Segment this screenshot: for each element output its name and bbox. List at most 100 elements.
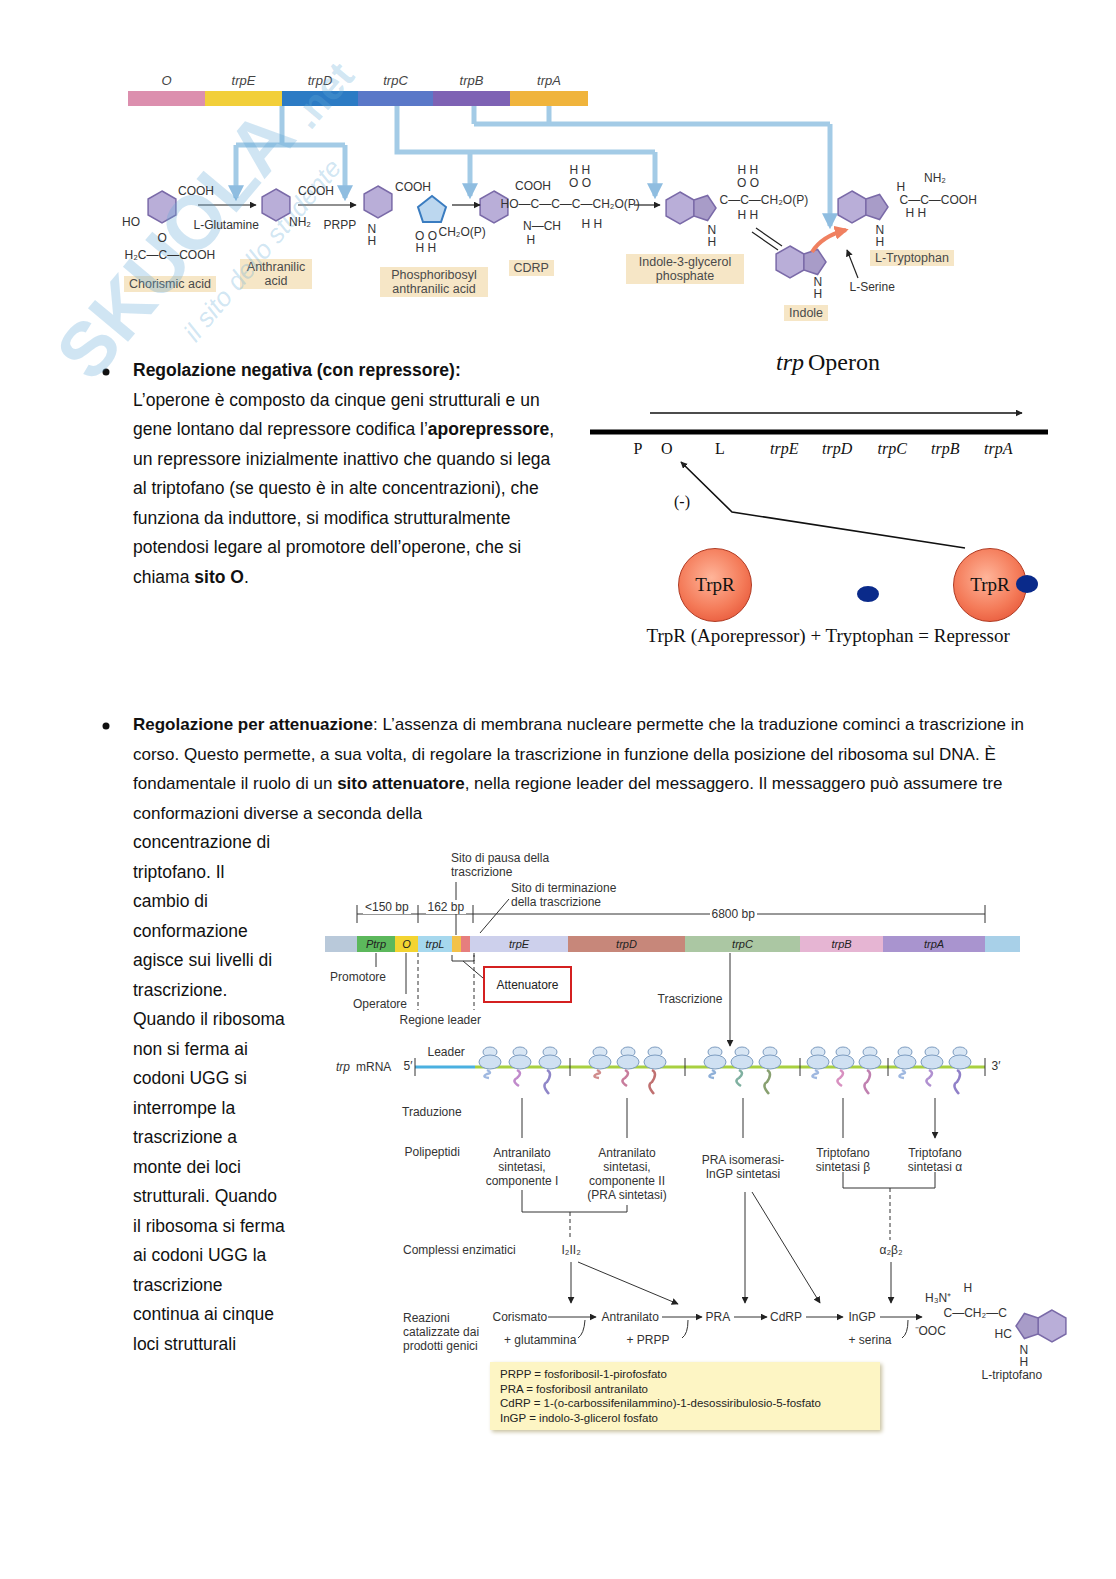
figure-label: Triptofano sintetasi β xyxy=(803,1146,883,1174)
figure-label: Antranilato xyxy=(602,1310,659,1324)
figure-label: N xyxy=(708,223,717,237)
node-text: L-Tryptophan xyxy=(875,251,949,265)
figure-label: Antranilato sintetasi, componente I xyxy=(480,1146,564,1188)
abbreviation-box: PRPP = fosforibosil-1-pirofosfatoPRA = f… xyxy=(490,1362,880,1430)
ribosome-large xyxy=(731,1055,753,1069)
paragraph-text: . xyxy=(244,567,249,587)
figure-label: trpC xyxy=(878,440,907,458)
figure-label: (-) xyxy=(674,493,690,511)
figure-label: + glutammina xyxy=(504,1333,576,1347)
figure-label: PRA xyxy=(706,1310,731,1324)
node-text: Indole-3-glycerol phosphate xyxy=(631,255,739,283)
figure-label: trpE xyxy=(770,440,798,458)
figure-label: Corismato xyxy=(493,1310,548,1324)
nascent-polypeptide xyxy=(864,1070,870,1094)
compound-label: CDRP xyxy=(509,260,554,276)
svg-path xyxy=(452,955,483,978)
svg-path xyxy=(571,1262,572,1303)
gene-segment: trpA xyxy=(883,936,985,952)
svg-rect xyxy=(452,936,461,952)
operon-diagram xyxy=(590,413,1048,548)
svg-path xyxy=(548,1317,596,1318)
figure-label: O xyxy=(158,231,167,245)
figure-label: Trascrizione xyxy=(658,992,723,1006)
nascent-polypeptide xyxy=(926,1070,932,1086)
svg-use xyxy=(838,191,888,223)
figure-label: H xyxy=(814,287,823,301)
ribosome-large xyxy=(644,1055,666,1069)
svg-path xyxy=(662,1317,702,1318)
node-text: trpC xyxy=(685,936,800,952)
figure-label: HC xyxy=(995,1327,1012,1341)
node-text: O xyxy=(128,73,205,89)
compound-label: Indole-3-glycerol phosphate xyxy=(626,254,744,284)
node-text: CDRP xyxy=(514,261,549,275)
pathway-arrows xyxy=(522,1098,935,1338)
figure-label: Traduzione xyxy=(402,1105,462,1119)
node-text: Ptrp xyxy=(357,936,395,952)
gene-segment: trpD xyxy=(568,936,685,952)
paragraph-text: , un repressore inizialmente inattivo ch… xyxy=(133,419,554,587)
node-text: trpC xyxy=(358,73,433,89)
figure-label: C—C—CH₂O(P) xyxy=(720,193,809,207)
figure-label: COOH xyxy=(178,184,214,198)
figure-label: H xyxy=(368,234,377,248)
figure-label: O O xyxy=(415,229,437,243)
svg-path xyxy=(418,953,474,1010)
nascent-polypeptide xyxy=(514,1070,520,1086)
nascent-polypeptide xyxy=(899,1070,905,1078)
nascent-polypeptide xyxy=(622,1070,628,1086)
gene-bar-extras xyxy=(325,936,1020,952)
figure-label: 5′ xyxy=(404,1059,413,1073)
node-text: trpD xyxy=(568,936,685,952)
ribosome-large xyxy=(589,1055,611,1069)
svg-path xyxy=(730,953,731,1046)
figure-label: 162 bp xyxy=(426,900,467,914)
nascent-polypeptide xyxy=(736,1070,742,1086)
paragraph-text: sito attenuatore xyxy=(337,774,465,793)
node-text: trpA xyxy=(883,936,985,952)
figure-label: N xyxy=(1020,1343,1029,1357)
figure-label: trpA xyxy=(984,440,1012,458)
ribosome-large xyxy=(859,1055,881,1069)
svg-path xyxy=(415,1066,475,1069)
figure-label: N xyxy=(814,275,823,289)
svg-path xyxy=(522,1098,935,1138)
figure-label: + PRPP xyxy=(627,1333,670,1347)
node-text: trpA xyxy=(510,73,588,89)
svg-path xyxy=(397,106,655,152)
paragraph-text: Regolazione per attenuazione xyxy=(133,715,373,734)
node-text: PRPP = fosforibosil-1-pirofosfato xyxy=(500,1367,870,1382)
svg-circle xyxy=(103,723,110,730)
figure-label: H H xyxy=(416,241,437,255)
nascent-polypeptide xyxy=(484,1070,490,1078)
svg-path xyxy=(474,106,830,124)
figure-label: α₂β₂ xyxy=(880,1243,903,1257)
figure-label: H H xyxy=(582,217,603,231)
svg-path xyxy=(752,228,782,250)
node-text: Indole xyxy=(789,306,823,320)
repressor-circle: TrpR xyxy=(953,548,1027,622)
figure-label: PRPP xyxy=(324,218,357,232)
ribosome-large xyxy=(921,1055,943,1069)
figure-label: O O xyxy=(737,176,759,190)
figure-label: ⁻OOC xyxy=(915,1324,946,1338)
nascent-polypeptide xyxy=(764,1070,770,1094)
figure-label: TrpR (Aporepressor) + Tryptophan = Repre… xyxy=(647,625,1010,647)
figure-label: NH₂ xyxy=(289,215,311,229)
figure-label: H xyxy=(527,233,536,247)
figure-label: Promotore xyxy=(330,970,386,984)
figure-label: H xyxy=(897,180,906,194)
svg-path xyxy=(752,1192,820,1303)
svg-rect xyxy=(325,936,357,952)
ribosome-large xyxy=(759,1055,781,1069)
node-text: PRA = fosforibosil antranilato xyxy=(500,1382,870,1397)
node-text: trpL xyxy=(418,936,452,952)
attenuator-box: Attenuatore xyxy=(483,966,572,1003)
figure-label: H₂C—C—COOH xyxy=(125,248,216,262)
paragraph-text: sito O xyxy=(194,567,244,587)
figure-label: Complessi enzimatici xyxy=(403,1243,516,1257)
gene-segment: trpC xyxy=(358,73,433,106)
figure-label: H xyxy=(1020,1355,1029,1369)
svg-path xyxy=(806,1317,843,1318)
